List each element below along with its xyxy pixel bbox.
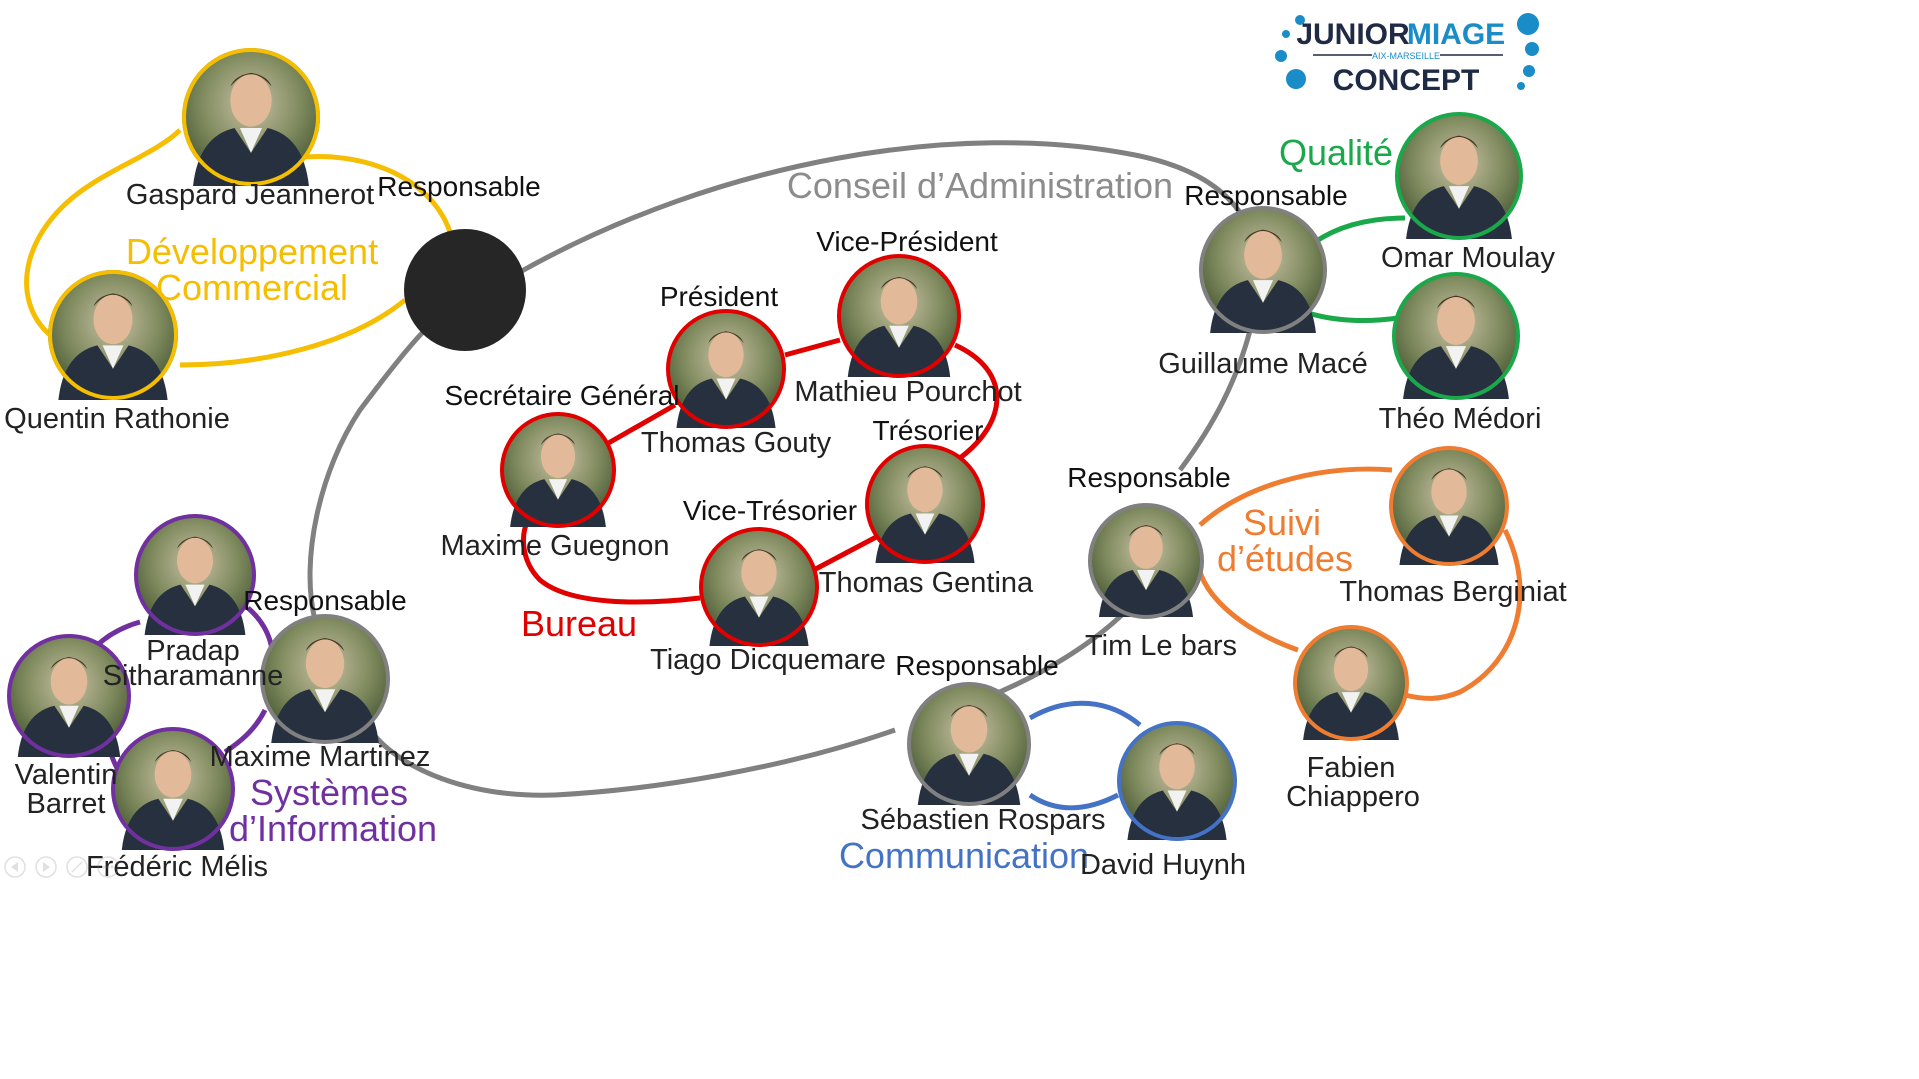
name-mathieu: Mathieu Pourchot (794, 376, 1021, 408)
name-valentin-line2: Barret (27, 788, 106, 820)
name-maxime-g: Maxime Guegnon (441, 530, 670, 562)
role-responsable-si: Responsable (243, 585, 406, 616)
si-label-line1: Systèmes (250, 772, 408, 813)
name-tim: Tim Le bars (1085, 630, 1237, 662)
photo-mathieu (837, 254, 961, 378)
conseil-ring (307, 140, 1261, 798)
qualite-ring (1304, 215, 1406, 323)
photo-valentin (7, 634, 131, 758)
connectors (24, 128, 1523, 811)
bureau-ring (520, 337, 1000, 605)
name-thomas-berginiat: Thomas Berginiat (1339, 576, 1566, 608)
photo-fabien (1293, 625, 1409, 741)
previous-slide-icon[interactable] (4, 856, 26, 878)
name-theo: Théo Médori (1379, 403, 1542, 435)
logo-dot (1523, 65, 1535, 77)
menu-icon[interactable] (97, 856, 119, 878)
name-sebastien: Sébastien Rospars (860, 804, 1105, 836)
name-valentin-line1: Valentin (15, 759, 118, 791)
photo-david (1117, 721, 1237, 841)
name-fabien-line2: Chiappero (1286, 781, 1420, 813)
role-labels: Responsable Président Vice-Président Sec… (243, 171, 1347, 681)
name-fabien-line1: Fabien (1307, 752, 1396, 784)
portraits (7, 48, 1523, 851)
dev-ring (24, 128, 453, 368)
role-responsable-qualite: Responsable (1184, 180, 1347, 211)
logo-line1-b: MIAGE (1407, 18, 1505, 51)
dev-label-line1: Développement (126, 231, 378, 272)
role-responsable-communication: Responsable (895, 650, 1058, 681)
role-vice-tresorier: Vice-Trésorier (683, 495, 857, 526)
name-thomas-gentina: Thomas Gentina (819, 567, 1034, 599)
photo-guillaume (1199, 206, 1327, 334)
communication-ring (1028, 700, 1142, 811)
logo-subtitle: AIX-MARSEILLE (1372, 51, 1440, 61)
logo-line1-a: JUNIOR (1296, 18, 1410, 51)
logo-dot (1275, 50, 1287, 62)
name-frederic: Frédéric Mélis (86, 851, 268, 883)
pen-icon[interactable] (66, 856, 88, 878)
role-secretaire: Secrétaire Général (444, 380, 679, 411)
communication-label: Communication (839, 835, 1089, 876)
logo-dot (1286, 69, 1306, 89)
name-maxime-m: Maxime Martinez (210, 741, 431, 773)
suivi-label-line1: Suivi (1243, 502, 1321, 543)
si-ring (86, 606, 275, 772)
photo-pradap (134, 514, 256, 636)
photo-tim (1088, 503, 1204, 619)
role-responsable-suivi: Responsable (1067, 462, 1230, 493)
name-quentin: Quentin Rathonie (4, 403, 230, 435)
next-slide-icon[interactable] (35, 856, 57, 878)
hub-circle (404, 229, 526, 351)
name-omar: Omar Moulay (1381, 242, 1556, 274)
suivi-label-line2: d’études (1217, 538, 1353, 579)
name-tiago: Tiago Dicquemare (650, 644, 886, 676)
logo-line2: CONCEPT (1333, 64, 1480, 97)
photo-omar (1395, 112, 1523, 240)
name-labels: Gaspard Jeannerot Quentin Rathonie Thoma… (4, 179, 1567, 883)
photo-gaspard (182, 48, 320, 186)
logo-dot (1282, 30, 1290, 38)
name-gaspard: Gaspard Jeannerot (126, 179, 374, 211)
photo-tiago (699, 527, 819, 647)
role-president: Président (660, 281, 779, 312)
name-thomas-gouty: Thomas Gouty (641, 427, 832, 459)
name-david: David Huynh (1080, 849, 1246, 881)
photo-maxime-m (260, 614, 390, 744)
logo-dot (1517, 82, 1525, 90)
photo-theo (1392, 272, 1520, 400)
slide-controls[interactable] (4, 856, 119, 878)
junior-miage-logo: JUNIOR MIAGE AIX-MARSEILLE CONCEPT (1275, 13, 1539, 97)
si-label-line2: d’Information (229, 808, 437, 849)
group-labels: Conseil d’Administration Bureau Développ… (126, 132, 1393, 876)
name-pradap-line2: Sitharamanne (103, 660, 284, 692)
dev-label-line2: Commercial (156, 267, 348, 308)
role-vice-president: Vice-Président (816, 226, 998, 257)
name-guillaume: Guillaume Macé (1158, 348, 1368, 380)
logo-dot (1517, 13, 1539, 35)
photo-quentin (48, 270, 178, 400)
photo-thomas-gentina (865, 444, 985, 564)
logo-dot (1295, 15, 1305, 25)
role-tresorier: Trésorier (873, 415, 984, 446)
photo-frederic (111, 727, 235, 851)
bureau-label: Bureau (521, 603, 637, 644)
photo-thomas-gouty (666, 309, 786, 429)
photo-sebastien (907, 682, 1031, 806)
conseil-label: Conseil d’Administration (787, 165, 1173, 206)
photo-thomas-berginiat (1389, 446, 1509, 566)
qualite-label: Qualité (1279, 132, 1393, 173)
photo-maxime-g (500, 412, 616, 528)
name-pradap-line1: Pradap (146, 635, 240, 667)
role-responsable-dev: Responsable (377, 171, 540, 202)
logo-dot (1525, 42, 1539, 56)
